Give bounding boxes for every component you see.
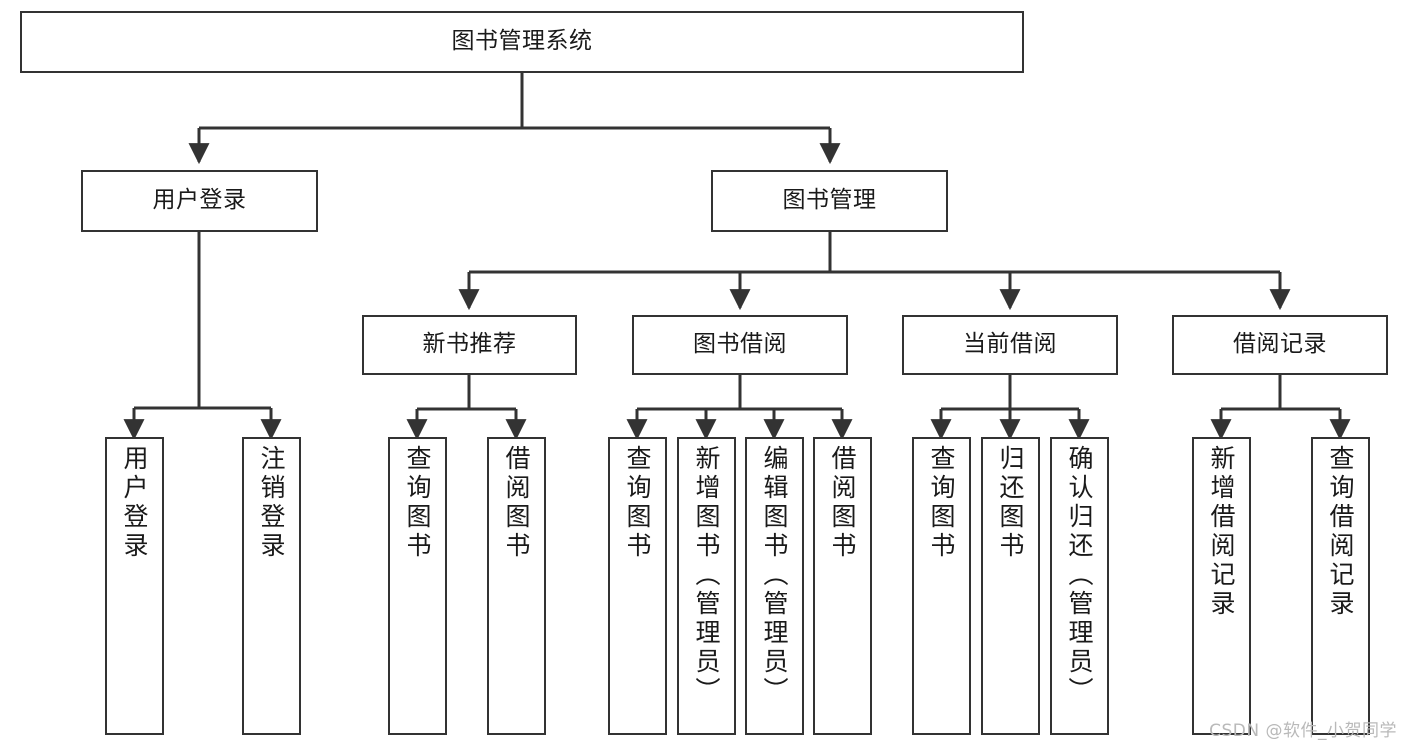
leaf-query-book-1[interactable]: 查询图书 — [388, 437, 447, 735]
node-new-book-rec-label: 新书推荐 — [422, 331, 517, 358]
node-book-manage[interactable]: 图书管理 — [711, 170, 948, 232]
leaf-user-login[interactable]: 用户登录 — [105, 437, 164, 735]
leaf-return-book-label: 归还图书 — [996, 445, 1025, 561]
leaf-user-login-label: 用户登录 — [120, 445, 149, 561]
leaf-query-book-3-label: 查询图书 — [927, 445, 956, 561]
node-root[interactable]: 图书管理系统 — [20, 11, 1024, 73]
node-user-login[interactable]: 用户登录 — [81, 170, 318, 232]
leaf-add-record-label: 新增借阅记录 — [1207, 445, 1236, 619]
node-current-borrow-label: 当前借阅 — [963, 331, 1057, 358]
leaf-query-book-2-label: 查询图书 — [623, 445, 652, 561]
leaf-return-book[interactable]: 归还图书 — [981, 437, 1040, 735]
leaf-logout[interactable]: 注销登录 — [242, 437, 301, 735]
leaf-query-book-3[interactable]: 查询图书 — [912, 437, 971, 735]
node-book-borrow-label: 图书借阅 — [693, 331, 787, 358]
leaf-add-book-admin-label: 新增图书（管理员） — [692, 445, 721, 706]
node-book-borrow[interactable]: 图书借阅 — [632, 315, 848, 375]
node-book-manage-label: 图书管理 — [782, 187, 877, 214]
node-root-label: 图书管理系统 — [451, 28, 593, 55]
leaf-confirm-return-admin[interactable]: 确认归还（管理员） — [1050, 437, 1109, 735]
leaf-borrow-book-1[interactable]: 借阅图书 — [487, 437, 546, 735]
leaf-edit-book-admin-label: 编辑图书（管理员） — [760, 445, 789, 706]
leaf-borrow-book-1-label: 借阅图书 — [502, 445, 531, 561]
node-user-login-label: 用户登录 — [152, 187, 247, 214]
leaf-borrow-book-2-label: 借阅图书 — [828, 445, 857, 561]
leaf-query-book-2[interactable]: 查询图书 — [608, 437, 667, 735]
leaf-query-record-label: 查询借阅记录 — [1326, 445, 1355, 619]
node-new-book-rec[interactable]: 新书推荐 — [362, 315, 577, 375]
leaf-query-book-1-label: 查询图书 — [403, 445, 432, 561]
leaf-confirm-return-admin-label: 确认归还（管理员） — [1065, 445, 1094, 706]
leaf-query-record[interactable]: 查询借阅记录 — [1311, 437, 1370, 735]
node-borrow-record-label: 借阅记录 — [1233, 331, 1327, 358]
node-borrow-record[interactable]: 借阅记录 — [1172, 315, 1388, 375]
leaf-edit-book-admin[interactable]: 编辑图书（管理员） — [745, 437, 804, 735]
watermark: CSDN @软件_小贺同学 — [1209, 721, 1397, 741]
leaf-add-book-admin[interactable]: 新增图书（管理员） — [677, 437, 736, 735]
leaf-borrow-book-2[interactable]: 借阅图书 — [813, 437, 872, 735]
leaf-add-record[interactable]: 新增借阅记录 — [1192, 437, 1251, 735]
leaf-logout-label: 注销登录 — [257, 445, 286, 561]
node-current-borrow[interactable]: 当前借阅 — [902, 315, 1118, 375]
